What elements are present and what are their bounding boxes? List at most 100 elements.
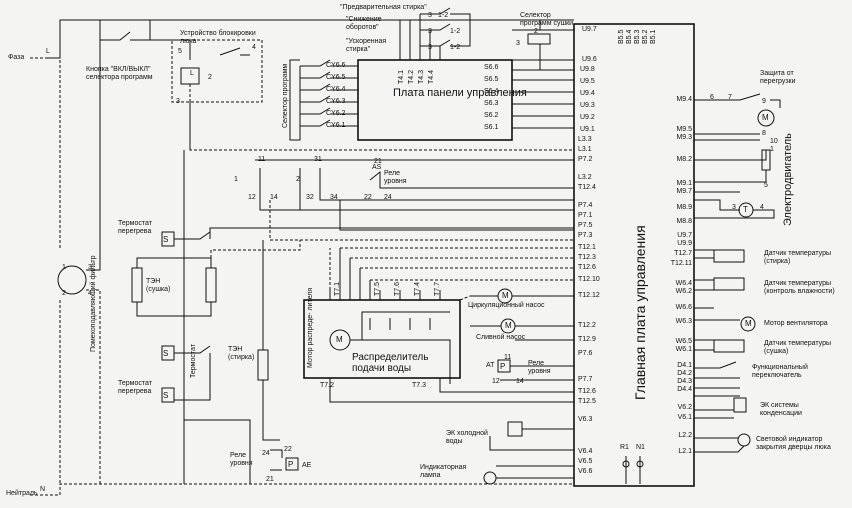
- thermostat-label: Термостат: [190, 344, 197, 378]
- cy-pin: CY6.2: [326, 110, 346, 117]
- lock-3: 3: [176, 98, 180, 105]
- circulation-pump-symbol: M: [502, 291, 509, 300]
- t4-pin: T4.4: [428, 69, 435, 84]
- pin-t7-7: T7.7: [434, 281, 441, 296]
- main-left-pin: L3.2: [578, 174, 592, 181]
- door-lock-label: Устройство блокировки люка: [180, 30, 256, 45]
- main-left-pin: P7.2: [578, 156, 593, 163]
- main-right-pin: T12.7: [674, 250, 692, 257]
- phase-L-label: L: [46, 48, 50, 55]
- water-distributor-title: Распределитель подачи воды: [352, 352, 429, 374]
- main-right-pin: M8.8: [676, 218, 692, 225]
- main-left-pin: V6.4: [578, 448, 593, 455]
- u9-pin: U9.8: [580, 66, 595, 73]
- pin-t7-3: T7.3: [412, 382, 427, 389]
- cy-pin: CY6.3: [326, 98, 346, 105]
- main-left-pin: P7.3: [578, 232, 593, 239]
- main-left-pin: T12.6: [578, 264, 596, 271]
- t4-pin: T4.2: [408, 69, 415, 84]
- sw-2: 2: [534, 28, 538, 35]
- door-lock-outline: [171, 39, 263, 103]
- power-button-label: Кнопка "ВКЛ/ВЫКЛ" селектора программ: [86, 66, 153, 81]
- main-right-pin: W6.5: [675, 338, 692, 345]
- pin-t7-2: T7.2: [320, 382, 335, 389]
- at-11: 11: [504, 354, 512, 361]
- neutral-label: Нейтраль: [6, 490, 38, 497]
- prewash-label: "Предварительная стирка": [340, 4, 427, 11]
- main-left-pin: T12.2: [578, 322, 596, 329]
- cold-water-valve-label: ЭК холодной воды: [446, 430, 488, 445]
- overheat-protection-label: Защита от перегрузки: [760, 70, 796, 85]
- fan-motor-symbol: M: [745, 319, 752, 328]
- main-left-pin: L3.3: [578, 136, 592, 143]
- sw-1-2a: 1-2: [438, 12, 449, 19]
- ae-relay-symbol: P: [288, 460, 294, 469]
- main-left-pin: L3.1: [578, 146, 592, 153]
- fast-wash-label: "Ускоренная стирка": [346, 38, 387, 53]
- main-left-pin: V6.6: [578, 468, 593, 475]
- u9-6-panel-pin: U9.6: [582, 56, 597, 63]
- dry-selector-label: Селектор программ сушки: [520, 12, 574, 27]
- main-right-pin: D4.3: [677, 378, 692, 385]
- node-22: 22: [364, 194, 372, 201]
- filter-1: 1: [62, 264, 66, 271]
- main-right-pin: M9.5: [676, 126, 692, 133]
- s6-pin: S6.2: [484, 112, 499, 119]
- indicator-lamp-label: Индикаторная лампа: [420, 464, 467, 479]
- main-right-pin: W6.1: [675, 346, 692, 353]
- main-right-pin: M9.1: [676, 180, 692, 187]
- filter-3: 3: [88, 264, 92, 271]
- main-left-pin: T12.3: [578, 254, 596, 261]
- node-1: 1: [234, 176, 238, 183]
- node-5: 5: [764, 182, 768, 189]
- ae-22: 22: [284, 446, 292, 453]
- main-right-pin: D4.2: [677, 370, 692, 377]
- overheat-thermostat-label-2: Термостат перегрева: [118, 380, 152, 395]
- main-left-pin: T12.4: [578, 184, 596, 191]
- ae-21: 21: [266, 476, 274, 483]
- main-board-outline: [573, 23, 695, 487]
- node-7: 7: [728, 94, 732, 101]
- main-right-pin: W6.4: [675, 280, 692, 287]
- node-34: 34: [330, 194, 338, 201]
- main-right-pin: L2.1: [678, 448, 692, 455]
- as-mark: AS: [372, 164, 382, 171]
- s6-pin: S6.4: [484, 88, 499, 95]
- noise-filter-symbol: [57, 265, 87, 295]
- pin-t7-4: T7.4: [414, 281, 421, 296]
- cy-pin: CY6.5: [326, 74, 346, 81]
- main-left-pin: P7.7: [578, 376, 593, 383]
- sw-1-2c: 1-2: [450, 44, 461, 51]
- s-thermostat-3-symbol: S: [163, 391, 169, 400]
- node-9: 9: [762, 98, 766, 105]
- node-6: 6: [710, 94, 714, 101]
- temp-sensor-wash-label: Датчик температуры (стирка): [764, 250, 832, 265]
- main-motor-symbol: M: [762, 113, 769, 122]
- main-right-pin: D4.4: [677, 386, 692, 393]
- node-8: 8: [762, 130, 766, 137]
- distributor-motor-symbol: M: [336, 335, 343, 344]
- main-left-pin: T12.6: [578, 388, 596, 395]
- main-right-pin: U9.9: [677, 240, 692, 247]
- neutral-N-label: N: [40, 486, 46, 493]
- node-32: 32: [306, 194, 314, 201]
- node-2: 2: [296, 176, 300, 183]
- main-left-pin: T12.10: [578, 276, 600, 283]
- node-4: 4: [760, 204, 764, 211]
- main-right-pin: U9.7: [677, 232, 692, 239]
- node-3: 3: [732, 204, 736, 211]
- main-right-pin: M8.2: [676, 156, 692, 163]
- s6-pin: S6.5: [484, 76, 499, 83]
- node-1b: 1: [770, 146, 774, 153]
- node-31: 31: [314, 156, 322, 163]
- cy-pin: CY6.4: [326, 86, 346, 93]
- b5-pin: B5.3: [634, 29, 641, 44]
- sw-3a: 3: [428, 12, 432, 19]
- program-selector-label: Селектор программ: [282, 63, 289, 128]
- main-left-pin: T12.1: [578, 244, 596, 251]
- b5-pin: B5.1: [650, 29, 657, 44]
- condenser-valve-label: ЭК системы конденсации: [760, 402, 802, 417]
- cy-pin: CY6.1: [326, 122, 346, 129]
- sw-3b: 3: [428, 28, 432, 35]
